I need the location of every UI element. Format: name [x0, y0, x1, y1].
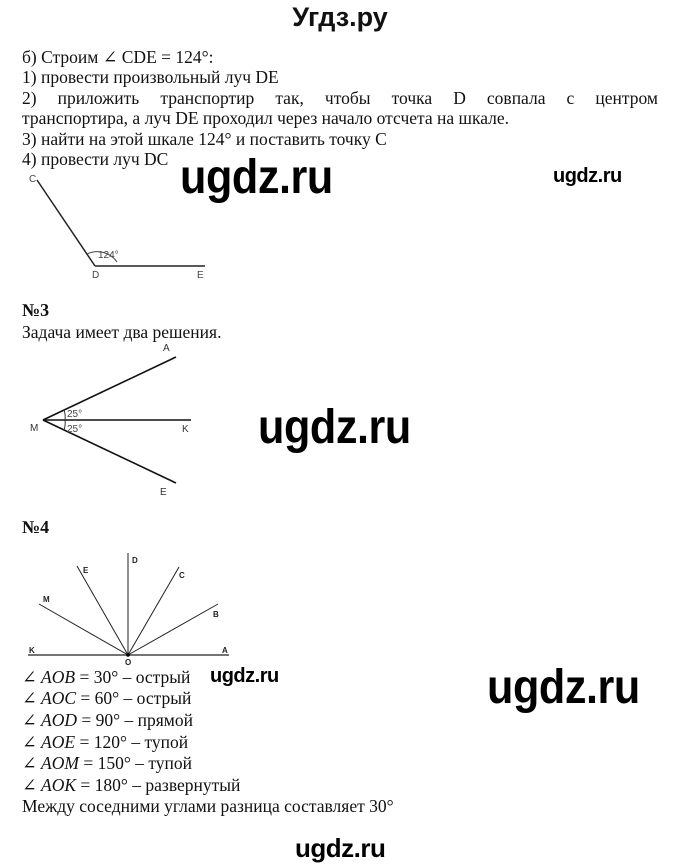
angle-symbol: ∠ [22, 688, 42, 708]
ray-dc [36, 179, 96, 267]
angle-label-upper: 25° [67, 409, 82, 420]
step-1: 1) провести произвольный луч DE [22, 67, 279, 87]
angle-item: ∠ AOD = 90° – прямой [22, 710, 193, 732]
watermark-large: ugdz.ru [180, 151, 333, 204]
watermark-footer: ugdz.ru [295, 833, 386, 863]
figure-angle-cde: 124° C D E [29, 174, 205, 280]
ray-ma [42, 356, 177, 421]
ray-me [42, 419, 177, 484]
angle-name: AOB [41, 667, 76, 687]
watermark-large: ugdz.ru [258, 401, 411, 454]
angle-value: = 150° – тупой [78, 753, 192, 773]
angle-name: AOM [41, 753, 79, 773]
part-b-title: б) Строим ∠ CDE = 124°: [22, 47, 214, 67]
ray-ob [127, 603, 219, 656]
angle-item: ∠ AOK = 180° – развернутый [22, 775, 240, 797]
ray-om [38, 603, 129, 656]
angle-item: ∠ AOB = 30° – острый [22, 667, 190, 689]
figure-task-3: 25° 25° A M K E [30, 343, 191, 498]
point-label-a: A [222, 646, 228, 655]
task-3-heading: №3 [22, 300, 50, 320]
ray-oe [76, 565, 129, 656]
point-label-e: E [160, 487, 167, 498]
step-2: 2) приложить транспортир так, чтобы точк… [22, 88, 658, 108]
ray-oc [127, 566, 180, 656]
point-label-e: E [197, 270, 204, 280]
angle-arc-upper [63, 409, 66, 421]
angle-symbol: ∠ [22, 775, 42, 795]
point-label-a: A [163, 343, 170, 354]
point-label-d: D [92, 270, 99, 280]
step-4: 4) провести луч DC [22, 149, 169, 169]
conclusion: Между соседними углами разница составляе… [22, 796, 394, 816]
point-label-m: M [43, 595, 50, 604]
point-label-c: C [29, 174, 36, 185]
angle-label-lower: 25° [67, 424, 82, 435]
figure-task-4: D E C M B K A O [28, 553, 229, 665]
point-label-b: B [213, 610, 219, 619]
angle-arc-124 [86, 251, 118, 263]
point-label-c: C [179, 571, 185, 580]
angle-value: = 90° – прямой [77, 710, 193, 730]
angle-value: = 60° – острый [76, 688, 192, 708]
angle-symbol: ∠ [22, 753, 42, 773]
angle-name: AOK [41, 775, 77, 795]
angle-value: = 120° – тупой [75, 732, 189, 752]
angle-symbol: ∠ [22, 732, 42, 752]
point-label-e: E [83, 566, 89, 575]
site-title: Угдз.ру [292, 2, 388, 32]
point-label-k: K [182, 424, 189, 435]
step-2-cont: транспортира, а луч DE проходил через на… [22, 108, 510, 128]
angle-value: = 180° – развернутый [76, 775, 241, 795]
task-4-heading: №4 [22, 517, 50, 537]
angle-item: ∠ AOE = 120° – тупой [22, 732, 188, 754]
angle-symbol: ∠ [22, 710, 42, 730]
angle-arc-lower [63, 419, 66, 431]
point-o [126, 653, 130, 657]
watermark-large: ugdz.ru [487, 661, 640, 714]
angle-symbol: ∠ [22, 667, 42, 687]
watermark-small: ugdz.ru [553, 165, 622, 187]
angle-label-124: 124° [98, 250, 119, 261]
angle-value: = 30° – острый [75, 667, 191, 687]
point-label-o: O [125, 658, 131, 665]
task-3-text: Задача имеет два решения. [22, 322, 222, 342]
angle-name: AOD [41, 710, 78, 730]
point-label-m: M [30, 423, 38, 434]
angle-item: ∠ AOM = 150° – тупой [22, 753, 192, 775]
step-3: 3) найти на этой шкале 124° и поставить … [22, 129, 387, 149]
point-label-d: D [132, 556, 138, 565]
angle-item: ∠ AOC = 60° – острый [22, 688, 191, 710]
angle-name: AOE [41, 732, 76, 752]
watermark-small: ugdz.ru [210, 665, 279, 687]
point-label-k: K [29, 646, 35, 655]
angle-name: AOC [41, 688, 77, 708]
